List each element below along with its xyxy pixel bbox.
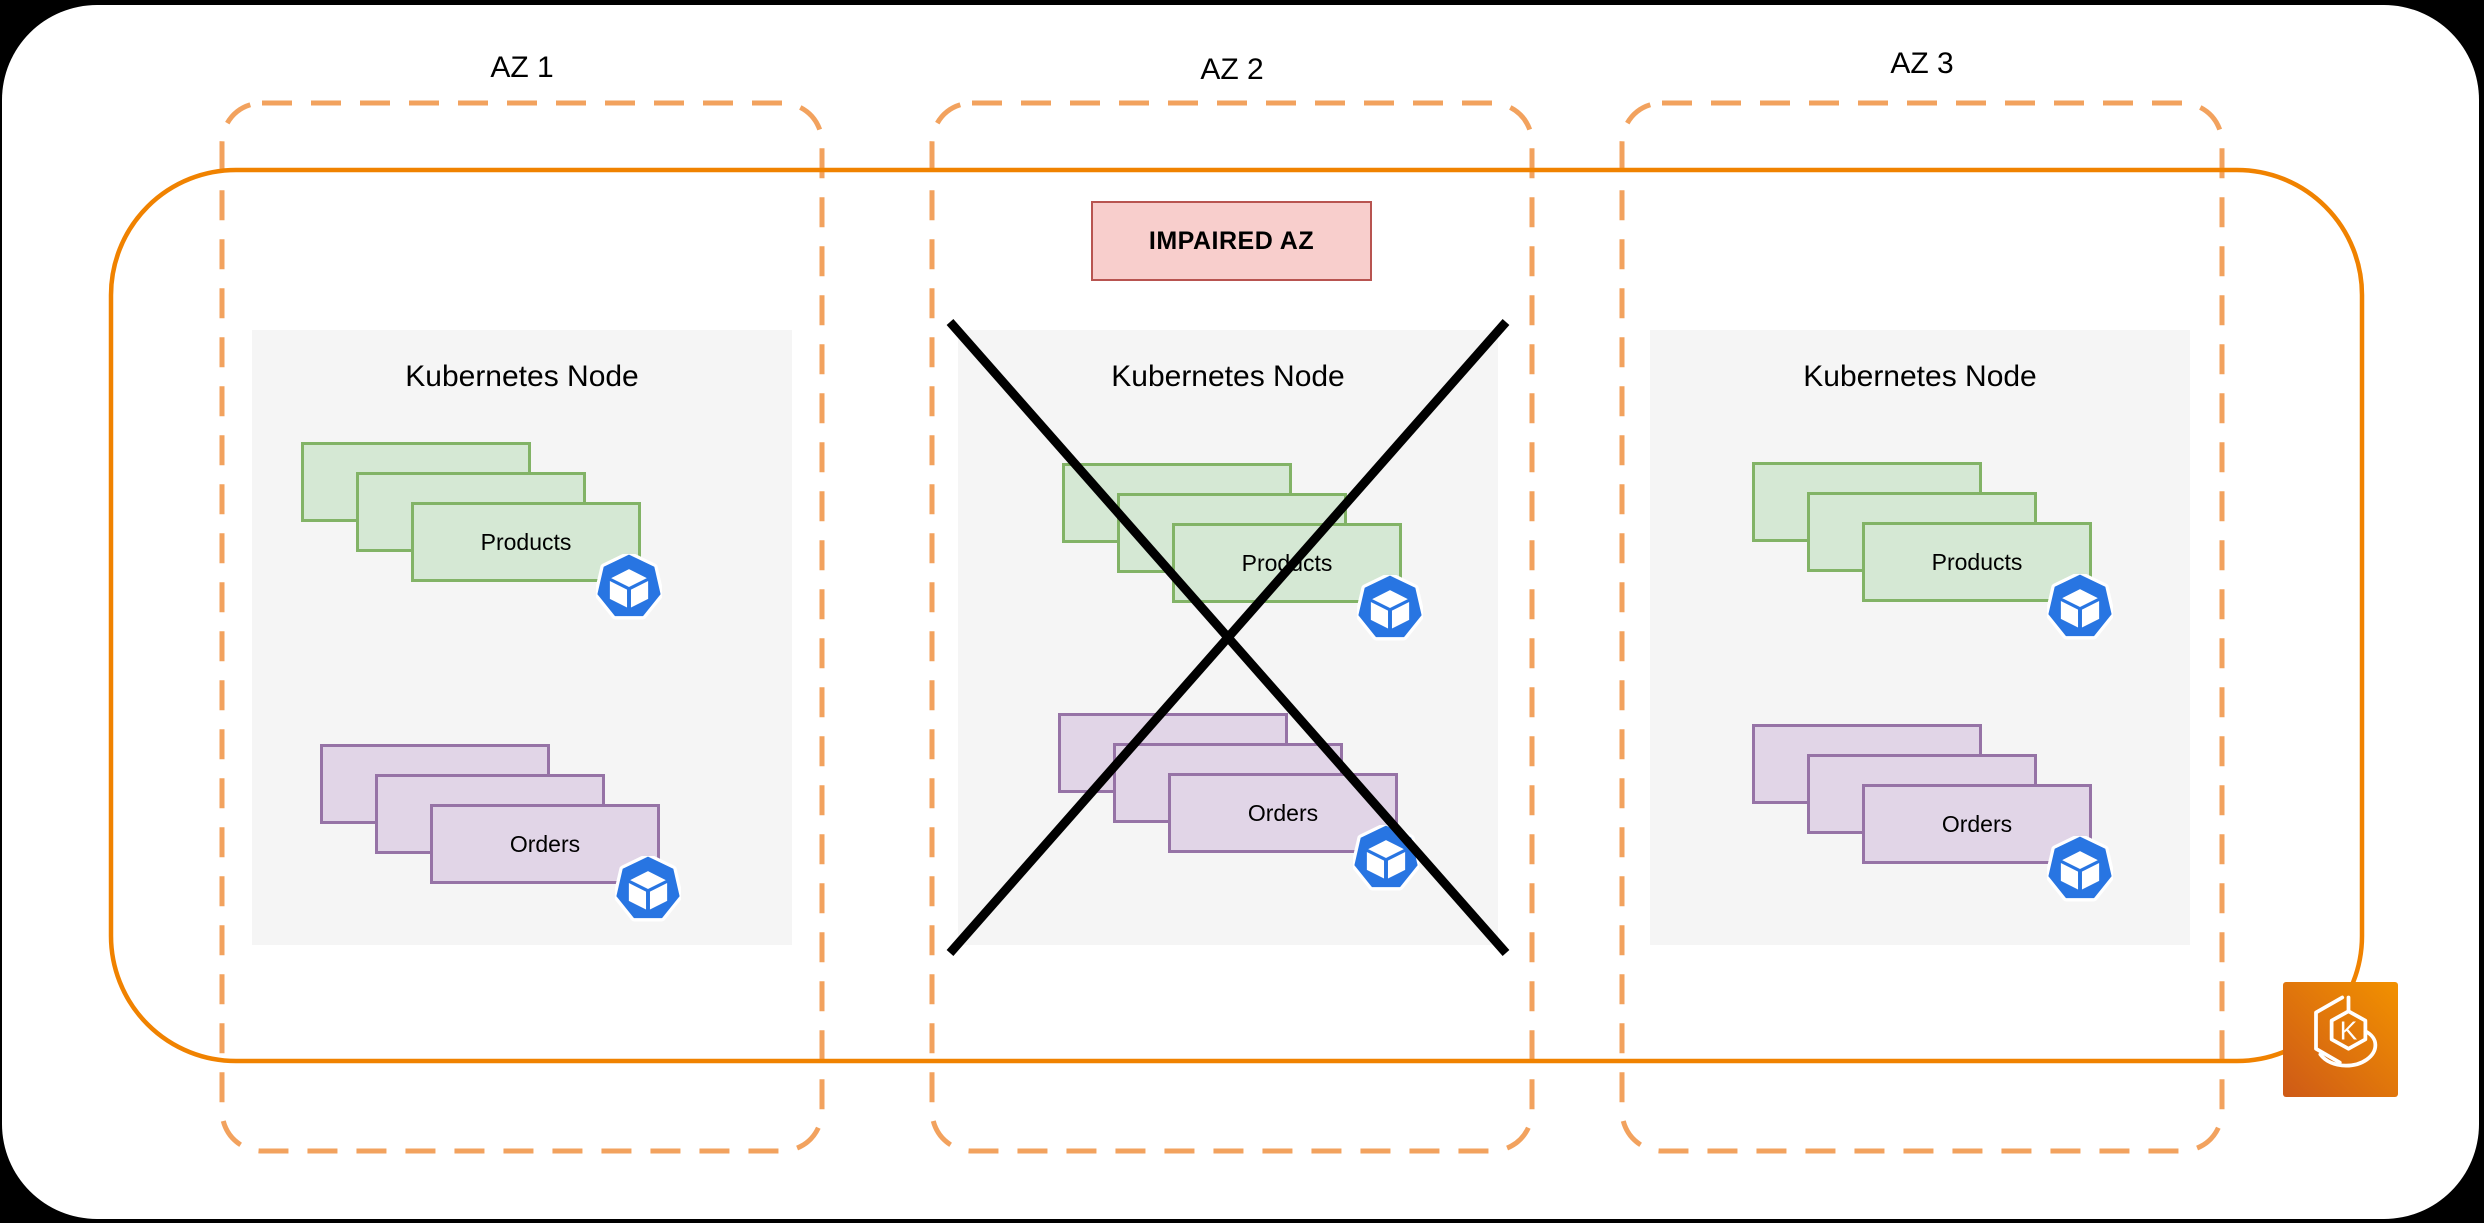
kubernetes-node-az3: Kubernetes Node Products Orders <box>1650 330 2190 945</box>
deployment-label: Orders <box>509 830 581 857</box>
kubernetes-pod-icon <box>2047 836 2113 902</box>
products-stack: Products <box>1752 462 2113 640</box>
kubernetes-pod-icon <box>1353 825 1419 891</box>
node-title: Kubernetes Node <box>405 360 639 393</box>
az3-label: AZ 3 <box>1890 47 1954 80</box>
deployment-label: Products <box>1241 549 1333 576</box>
orders-stack: Orders <box>1058 713 1419 891</box>
node-title: Kubernetes Node <box>1111 360 1345 393</box>
deployment-label: Orders <box>1941 810 2013 837</box>
kubernetes-pod-icon <box>2047 574 2113 640</box>
kubernetes-node-az1: Kubernetes Node Products Orders <box>252 330 792 945</box>
az1-label: AZ 1 <box>490 51 554 84</box>
kubernetes-pod-icon <box>596 554 662 620</box>
node-title: Kubernetes Node <box>1803 360 2037 393</box>
deployment-label: Orders <box>1247 799 1319 826</box>
svg-text:K: K <box>2339 1015 2357 1045</box>
orders-stack: Orders <box>320 744 681 922</box>
az2-label: AZ 2 <box>1200 53 1264 86</box>
orders-stack: Orders <box>1752 724 2113 902</box>
products-stack: Products <box>1062 463 1423 641</box>
amazon-eks-icon: K <box>2283 982 2398 1097</box>
products-stack: Products <box>301 442 662 620</box>
kubernetes-pod-icon <box>615 856 681 922</box>
kubernetes-pod-icon <box>1357 575 1423 641</box>
impaired-az-badge: IMPAIRED AZ <box>1091 201 1372 281</box>
kubernetes-node-az2: Kubernetes Node Products Orders <box>958 330 1498 945</box>
deployment-label: Products <box>480 528 572 555</box>
deployment-label: Products <box>1931 548 2023 575</box>
